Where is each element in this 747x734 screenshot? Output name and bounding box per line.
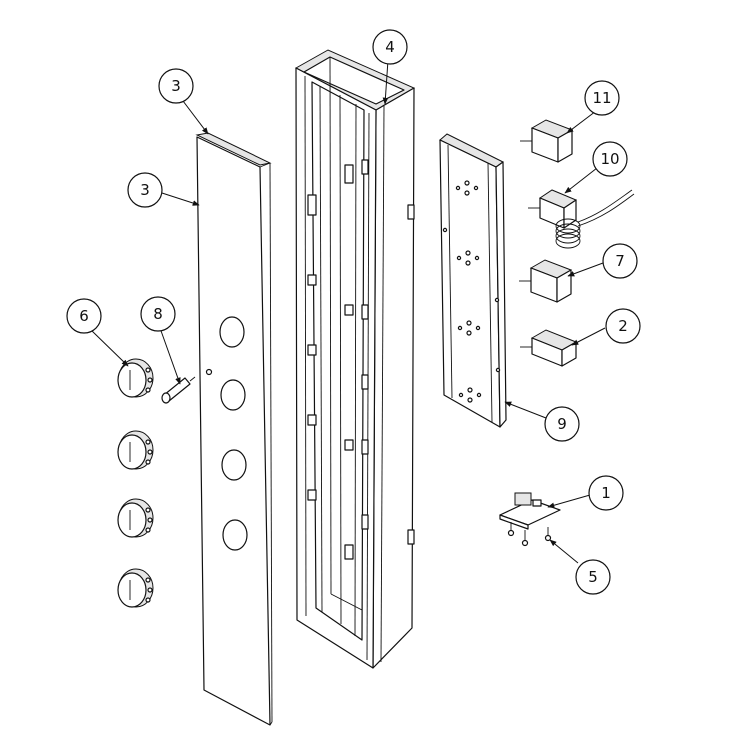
bracket-holes — [442, 180, 501, 403]
component-10-thermostat — [528, 189, 635, 249]
callout-7: 7 — [602, 243, 638, 279]
callout-3-side-label: 3 — [140, 181, 150, 199]
callout-6-label: 6 — [79, 307, 89, 325]
main-housing — [294, 49, 416, 669]
callout-11: 11 — [584, 80, 620, 116]
knob — [117, 358, 154, 398]
callout-10-label: 10 — [600, 150, 619, 168]
callout-11-label: 11 — [592, 89, 611, 107]
callout-9-label: 9 — [557, 415, 567, 433]
knob — [117, 498, 154, 538]
callout-4: 4 — [372, 29, 408, 65]
callout-1: 1 — [588, 475, 624, 511]
callout-2-label: 2 — [618, 317, 628, 335]
callout-9: 9 — [544, 406, 580, 442]
callout-10: 10 — [592, 141, 628, 177]
callout-7-label: 7 — [615, 252, 625, 270]
front-panel — [195, 132, 273, 726]
callout-2: 2 — [605, 308, 641, 344]
mounting-bracket — [439, 133, 507, 428]
component-7-box — [519, 259, 573, 303]
knob-set — [117, 358, 154, 608]
callout-3-top: 3 — [158, 68, 194, 104]
callout-1-label: 1 — [601, 484, 611, 502]
circuit-board — [499, 492, 561, 547]
callout-6: 6 — [66, 298, 102, 334]
callout-3-top-label: 3 — [171, 77, 181, 95]
callout-8: 8 — [140, 296, 176, 332]
callout-8-label: 8 — [153, 305, 163, 323]
callout-4-label: 4 — [385, 38, 395, 56]
component-11-box — [520, 119, 574, 163]
callout-3-side: 3 — [127, 172, 163, 208]
knob — [117, 430, 154, 470]
callout-5-label: 5 — [588, 568, 598, 586]
knob — [117, 568, 154, 608]
callout-5: 5 — [575, 559, 611, 595]
component-2-box — [520, 329, 578, 367]
